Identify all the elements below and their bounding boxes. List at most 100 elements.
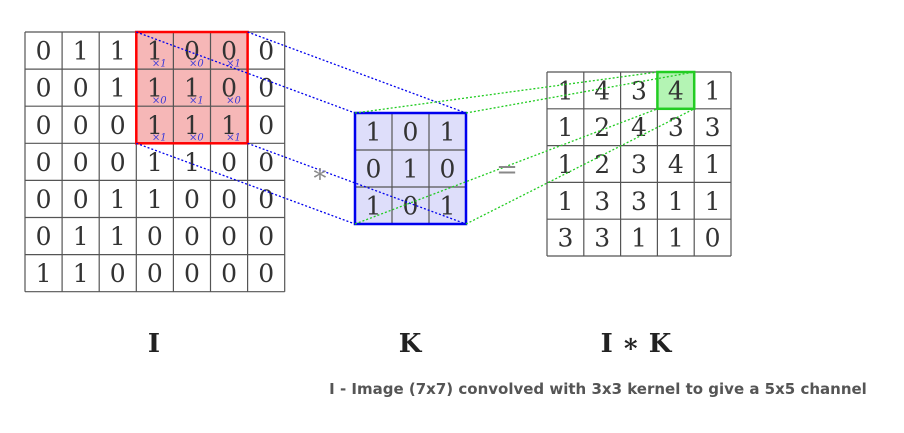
kernel-cell: 1 — [440, 118, 456, 147]
image-cell: 1 — [184, 148, 200, 177]
image-weight-label: ×1 — [152, 59, 167, 70]
image-weight-label: ×1 — [152, 133, 167, 144]
output-cell: 1 — [557, 76, 573, 105]
image-cell: 0 — [258, 259, 274, 288]
output-cell: 4 — [668, 150, 684, 179]
image-cell: 1 — [184, 111, 200, 140]
output-cell: 3 — [705, 113, 721, 142]
image-weight-label: ×1 — [189, 96, 204, 107]
output-projection-line — [354, 71, 658, 114]
kernel-projection-line — [136, 31, 356, 114]
image-cell: 0 — [258, 74, 274, 103]
image-cell: 0 — [36, 185, 52, 214]
image-cell: 0 — [110, 148, 126, 177]
image-cell: 1 — [147, 148, 163, 177]
image-cell: 0 — [110, 111, 126, 140]
kernel-cell: 1 — [403, 155, 419, 184]
kernel-cell: 1 — [366, 192, 382, 221]
image-cell: 0 — [36, 148, 52, 177]
output-cell: 1 — [668, 224, 684, 253]
image-cell: 0 — [221, 259, 237, 288]
output-projection-line — [354, 108, 658, 225]
image-cell: 1 — [36, 259, 52, 288]
image-cell: 1 — [110, 222, 126, 251]
kernel-projection-line — [247, 142, 467, 225]
output-cell: 1 — [557, 113, 573, 142]
output-cell: 3 — [557, 224, 573, 253]
kernel-cell: 0 — [403, 118, 419, 147]
image-highlight-border — [135, 30, 249, 145]
image-cell: 0 — [147, 222, 163, 251]
kernel-cell: 0 — [403, 192, 419, 221]
image-cell: 1 — [73, 259, 89, 288]
image-weight-label: ×0 — [226, 96, 241, 107]
image-weight-label: ×1 — [226, 59, 241, 70]
output-label: I ∗ K — [601, 329, 673, 359]
image-cell: 1 — [221, 111, 237, 140]
image-weight-label: ×0 — [189, 133, 204, 144]
image-cell: 0 — [258, 37, 274, 66]
kernel-cell: 1 — [366, 118, 382, 147]
image-cell: 0 — [258, 222, 274, 251]
image-cell: 1 — [110, 74, 126, 103]
kernel-projection-line — [247, 31, 467, 114]
image-cell: 0 — [36, 222, 52, 251]
kernel-cell: 1 — [440, 192, 456, 221]
image-cell: 0 — [258, 185, 274, 214]
image-cell: 0 — [258, 148, 274, 177]
kernel-cell: 0 — [366, 155, 382, 184]
image-cell: 0 — [184, 185, 200, 214]
caption: I - Image (7x7) convolved with 3x3 kerne… — [329, 380, 867, 398]
output-cell: 1 — [668, 187, 684, 216]
output-cell: 0 — [705, 224, 721, 253]
image-cell: 0 — [36, 111, 52, 140]
output-cell: 1 — [705, 187, 721, 216]
output-cell: 3 — [594, 187, 610, 216]
kernel-border — [353, 111, 468, 226]
image-cell: 1 — [110, 37, 126, 66]
output-cell: 2 — [594, 150, 610, 179]
image-cell: 1 — [147, 185, 163, 214]
output-cell: 3 — [631, 187, 647, 216]
image-cell: 0 — [73, 74, 89, 103]
output-cell: 4 — [594, 76, 610, 105]
image-cell: 0 — [221, 37, 237, 66]
output-cell: 1 — [631, 224, 647, 253]
image-cell: 0 — [184, 222, 200, 251]
image-cell: 0 — [258, 111, 274, 140]
image-cell: 1 — [73, 222, 89, 251]
image-label: I — [148, 329, 160, 359]
image-cell: 1 — [110, 185, 126, 214]
image-highlight-window — [136, 32, 248, 144]
output-cell: 1 — [705, 150, 721, 179]
output-cell: 3 — [594, 224, 610, 253]
output-cell: 1 — [557, 150, 573, 179]
image-cell: 0 — [221, 185, 237, 214]
image-cell: 1 — [147, 111, 163, 140]
output-cell: 4 — [631, 113, 647, 142]
image-cell: 0 — [184, 37, 200, 66]
output-highlight-border — [656, 70, 696, 111]
kernel-projection-line — [136, 142, 356, 225]
image-weight-label: ×0 — [152, 96, 167, 107]
image-cell: 1 — [147, 37, 163, 66]
output-cell: 3 — [631, 150, 647, 179]
output-cell: 3 — [668, 113, 684, 142]
image-cell: 1 — [147, 74, 163, 103]
image-cell: 0 — [36, 37, 52, 66]
image-cell: 0 — [147, 259, 163, 288]
image-cell: 0 — [73, 148, 89, 177]
output-projection-line — [465, 108, 695, 225]
kernel-label: K — [399, 329, 423, 359]
image-cell: 0 — [73, 111, 89, 140]
image-cell: 1 — [184, 74, 200, 103]
image-cell: 0 — [110, 259, 126, 288]
projection-lines — [136, 31, 695, 225]
output-cell: 2 — [594, 113, 610, 142]
image-cell: 0 — [36, 74, 52, 103]
image-cell: 0 — [184, 259, 200, 288]
convolve-operator: ∗ — [311, 159, 329, 189]
